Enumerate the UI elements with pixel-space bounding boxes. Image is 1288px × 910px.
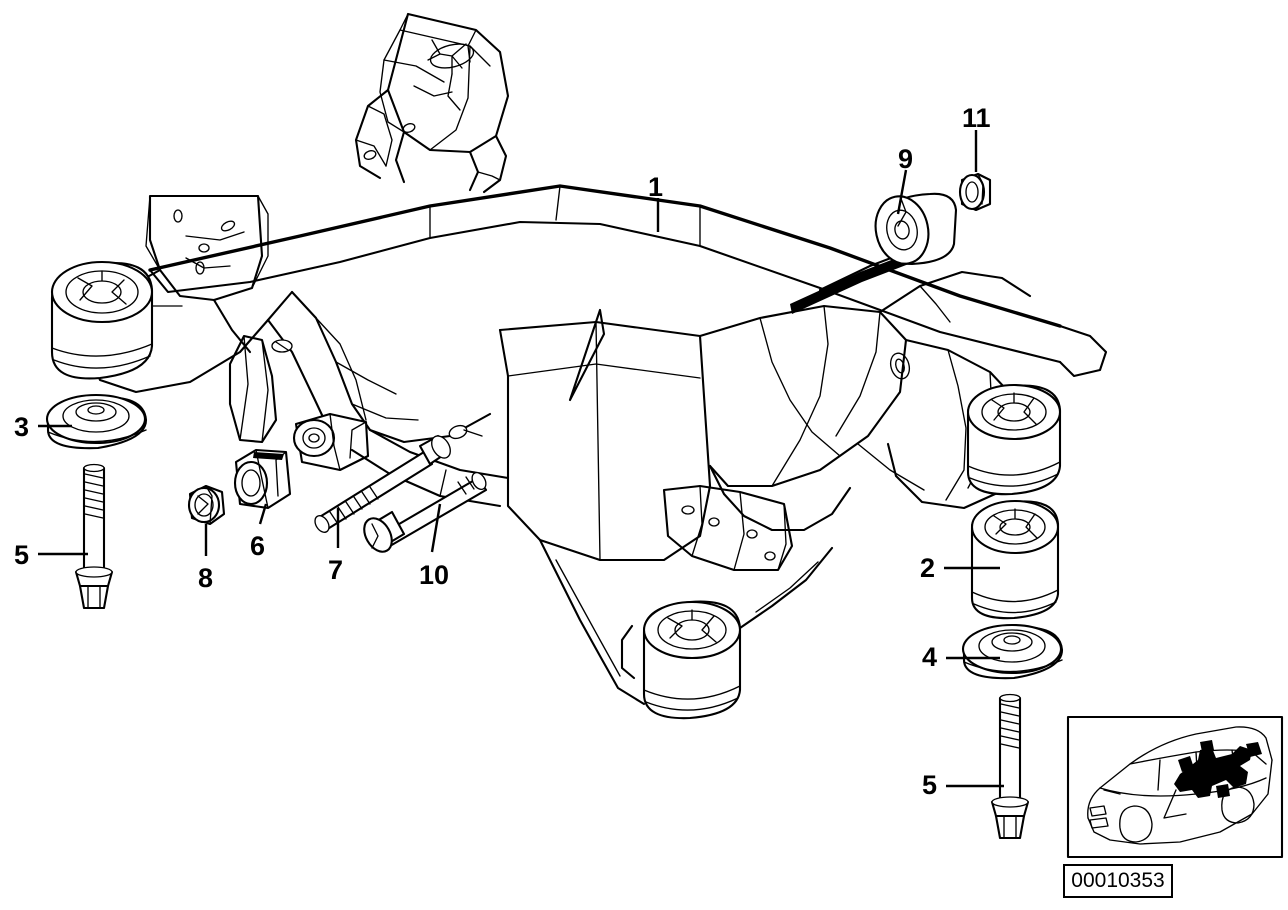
leader-10 [430,503,442,553]
callout-label-3: 3 [14,412,30,442]
installed-bushing-lower-center [620,600,742,720]
center-box-section [498,308,712,562]
rear-axle-subframe-carrier [50,12,1108,720]
leader-6 [258,503,268,525]
stepped-washer-lower [961,623,1064,680]
frame-stud [448,424,483,440]
leader-lines [38,130,1004,788]
center-gusset-plates [228,334,293,444]
callout-label-5: 5 [14,540,30,570]
installed-bushing-left [50,260,154,380]
leader-9 [896,169,908,215]
rubber-mounting-bushing [970,499,1060,620]
callout-label-4: 4 [922,642,938,672]
right-lower-connector [738,546,834,630]
hex-flange-bolt-right [990,693,1030,840]
hex-bolt-short [363,471,488,553]
part-number-text: 00010353 [1071,869,1165,892]
bushing-sleeve [233,448,292,510]
highlighted-subframe-silhouette [1174,740,1262,798]
collar-nut [958,172,992,212]
installed-bushing-center-left [292,412,370,472]
differential-mount-bracket [354,12,510,194]
callout-label-6: 6 [250,531,266,561]
callout-label-2: 2 [920,553,936,583]
callout-label-9: 9 [898,144,914,174]
installed-bushing-right [966,383,1062,496]
cylindrical-bushing [874,192,958,266]
vehicle-location-inset [1066,715,1284,859]
center-lower-bracket [662,484,794,572]
flange-nut [187,484,226,526]
hex-bolt-long [314,434,451,533]
callout-label-1: 1 [648,172,664,202]
callout-label-10: 10 [419,560,450,590]
hex-flange-bolt-left [74,463,114,610]
upper-crossmember-rail [148,184,1108,378]
callout-label-7: 7 [328,555,344,585]
callout-label-8: 8 [198,563,214,593]
lower-left-leg [538,538,646,706]
part-number-box: 00010353 [1063,864,1173,898]
callout-label-5b: 5 [922,770,938,800]
stepped-washer-upper [45,393,148,450]
callout-label-11: 11 [962,103,991,133]
